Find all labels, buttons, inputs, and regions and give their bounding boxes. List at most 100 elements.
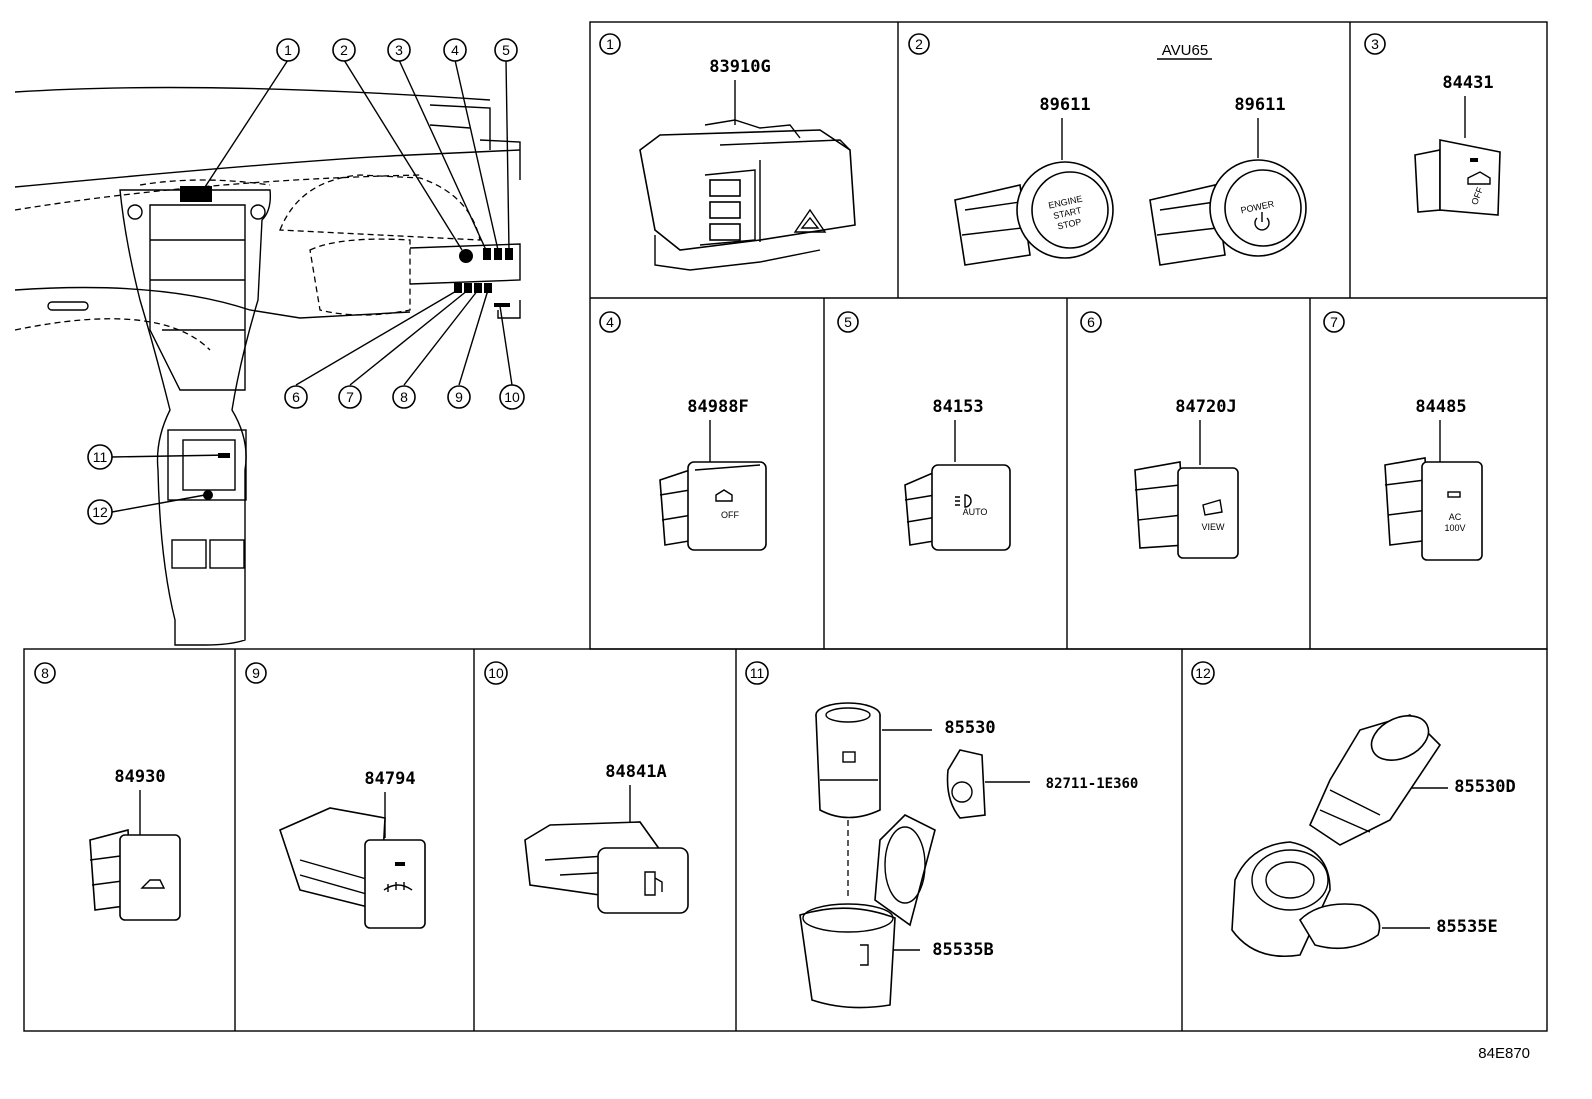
svg-text:2: 2 bbox=[915, 36, 923, 52]
svg-text:VIEW: VIEW bbox=[1201, 522, 1225, 532]
part-number: 84431 bbox=[1442, 73, 1493, 93]
lighter-socket bbox=[799, 814, 936, 1009]
svg-text:5: 5 bbox=[844, 314, 852, 330]
svg-text:4: 4 bbox=[606, 314, 614, 330]
part-number: 84153 bbox=[932, 397, 983, 417]
svg-text:10: 10 bbox=[504, 389, 520, 405]
svg-text:8: 8 bbox=[41, 665, 49, 681]
hazard-switch bbox=[639, 119, 856, 271]
cell-4: 4 84988F OFF bbox=[599, 311, 767, 551]
svg-text:1: 1 bbox=[606, 36, 614, 52]
svg-text:10: 10 bbox=[488, 665, 504, 681]
part-number: 84930 bbox=[114, 767, 165, 787]
part-number: 83910G bbox=[709, 57, 770, 77]
part-number: 84988F bbox=[687, 397, 748, 417]
cell-6: 6 84720J VIEW bbox=[1080, 311, 1239, 559]
switch-84485: AC 100V bbox=[1384, 457, 1483, 561]
defroster-icon bbox=[383, 882, 413, 892]
overview-callout: 4 bbox=[443, 38, 467, 62]
overview-callout: 10 bbox=[499, 384, 525, 410]
svg-text:5: 5 bbox=[502, 42, 510, 58]
lighter-clip bbox=[946, 749, 986, 819]
overview-callout: 11 bbox=[87, 444, 113, 470]
svg-text:100V: 100V bbox=[1444, 523, 1465, 533]
svg-text:9: 9 bbox=[252, 665, 260, 681]
overview-callout: 7 bbox=[338, 385, 362, 409]
dashboard-overview: 1 2 3 4 5 6 7 8 9 10 11 12 bbox=[14, 38, 525, 646]
camera-icon bbox=[1202, 499, 1223, 516]
part-number: 85530D bbox=[1454, 777, 1515, 797]
part-number: 82711-1E360 bbox=[1046, 776, 1139, 792]
power-button: POWER bbox=[1149, 159, 1307, 266]
svg-text:11: 11 bbox=[750, 665, 765, 681]
headlight-icon bbox=[955, 494, 972, 508]
cell-7: 7 84485 AC 100V bbox=[1323, 311, 1483, 561]
grid-lines bbox=[23, 21, 1548, 1032]
svg-text:8: 8 bbox=[400, 389, 408, 405]
svg-text:1: 1 bbox=[284, 42, 292, 58]
overview-callout: 2 bbox=[332, 38, 356, 62]
cell-5: 5 84153 AUTO bbox=[837, 311, 1011, 551]
model-label: AVU65 bbox=[1162, 42, 1208, 59]
svg-text:12: 12 bbox=[1195, 665, 1211, 681]
overview-callout: 3 bbox=[387, 38, 411, 62]
switch-84720J: VIEW bbox=[1134, 461, 1239, 559]
svg-text:6: 6 bbox=[1087, 314, 1095, 330]
svg-text:2: 2 bbox=[340, 42, 348, 58]
part-number: 85535E bbox=[1436, 917, 1497, 937]
svg-text:STOP: STOP bbox=[1056, 217, 1082, 232]
svg-text:AC: AC bbox=[1449, 512, 1462, 522]
svg-text:4: 4 bbox=[451, 42, 459, 58]
svg-text:AUTO: AUTO bbox=[963, 507, 988, 517]
power-outlet-plug bbox=[1308, 714, 1442, 846]
vehicle-icon bbox=[140, 879, 166, 889]
switch-84431: OFF bbox=[1414, 139, 1501, 216]
power-outlet-socket bbox=[1231, 841, 1381, 957]
switch-84841A bbox=[524, 821, 689, 914]
overview-callout: 9 bbox=[447, 385, 471, 409]
switch-84930 bbox=[89, 828, 181, 921]
cell-8: 8 84930 bbox=[34, 662, 181, 921]
overview-callout: 1 bbox=[276, 38, 300, 62]
overview-callout: 5 bbox=[494, 38, 518, 62]
svg-text:7: 7 bbox=[1330, 314, 1338, 330]
hazard-icon bbox=[793, 208, 827, 233]
engine-start-button: ENGINE START STOP bbox=[954, 161, 1114, 266]
vehicle-icon bbox=[715, 489, 733, 502]
cell-12: 12 85530D 85535E bbox=[1191, 661, 1516, 957]
cell-9: 9 84794 bbox=[245, 662, 426, 929]
cell-10: 10 84841A bbox=[484, 661, 689, 914]
power-icon bbox=[1254, 212, 1270, 231]
svg-text:3: 3 bbox=[395, 42, 403, 58]
svg-text:6: 6 bbox=[292, 389, 300, 405]
part-number: 84794 bbox=[364, 769, 415, 789]
part-number: 85535B bbox=[932, 940, 993, 960]
overview-callout: 8 bbox=[392, 385, 416, 409]
svg-text:OFF: OFF bbox=[721, 510, 739, 520]
svg-text:3: 3 bbox=[1371, 36, 1379, 52]
part-number: 89611 bbox=[1234, 95, 1285, 115]
vehicle-icon bbox=[1467, 171, 1491, 185]
switch-84153: AUTO bbox=[904, 464, 1011, 551]
part-number: 85530 bbox=[944, 718, 995, 738]
part-number: 84841A bbox=[605, 762, 666, 782]
cigarette-lighter bbox=[815, 702, 881, 819]
part-number: 84485 bbox=[1415, 397, 1466, 417]
part-number: 89611 bbox=[1039, 95, 1090, 115]
svg-text:7: 7 bbox=[346, 389, 354, 405]
overview-callout: 6 bbox=[284, 385, 308, 409]
svg-text:12: 12 bbox=[92, 504, 108, 520]
cell-2: 2 AVU65 89611 89611 ENGINE START STOP PO… bbox=[908, 33, 1307, 266]
svg-text:11: 11 bbox=[93, 449, 108, 465]
fuel-icon bbox=[644, 871, 663, 896]
cell-1: 1 83910G bbox=[599, 33, 856, 271]
switch-84988F: OFF bbox=[659, 461, 767, 551]
overview-callout: 12 bbox=[87, 499, 113, 525]
switch-84794 bbox=[279, 807, 426, 929]
part-number: 84720J bbox=[1175, 397, 1236, 417]
svg-text:9: 9 bbox=[455, 389, 463, 405]
cell-11: 11 85530 82711-1E360 85535B bbox=[745, 661, 1139, 1009]
cell-3: 3 84431 OFF bbox=[1364, 33, 1501, 216]
diagram-code: 84E870 bbox=[1478, 1045, 1530, 1062]
